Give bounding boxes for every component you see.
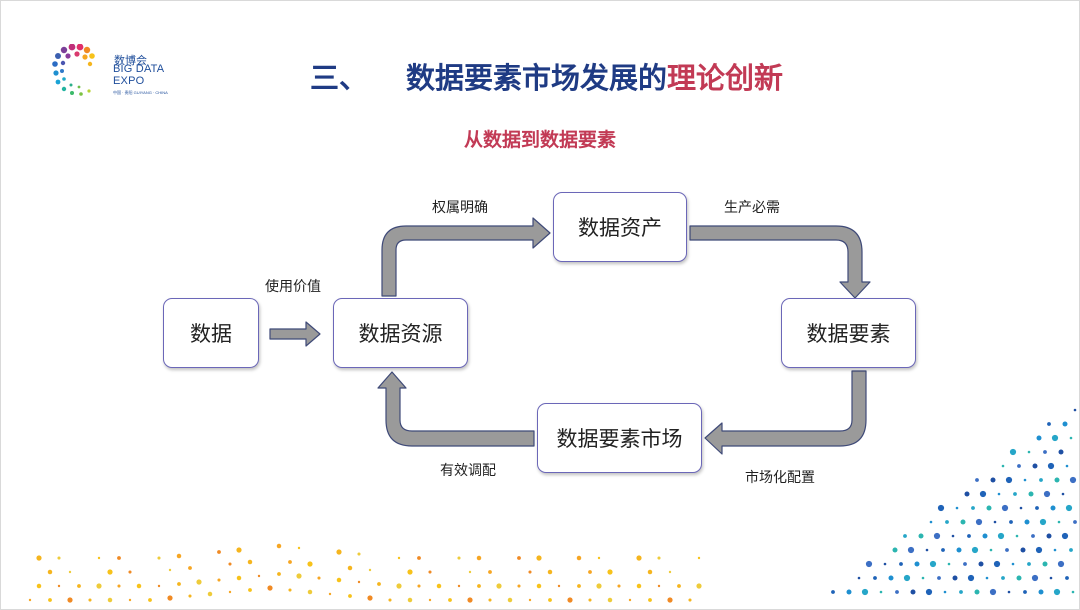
- node-data: 数据: [163, 298, 259, 368]
- arrow-asset-to-element: [689, 225, 871, 299]
- title-highlight: 理论创新: [667, 61, 784, 95]
- arrow-data-to-resource: [269, 321, 321, 347]
- page-title: 三、 数据要素市场发展的理论创新: [310, 55, 783, 97]
- arrow-element-to-market: [704, 370, 867, 455]
- node-data-element: 数据要素: [781, 298, 916, 368]
- node-data-resource: 数据资源: [333, 298, 468, 368]
- logo-chinese-text: 数博会: [114, 54, 147, 67]
- title-main: 数据要素市场发展的: [406, 61, 668, 95]
- arrow-market-to-resource: [377, 371, 535, 447]
- edge-label-clear-ownership: 权属明确: [432, 200, 488, 216]
- edge-label-use-value: 使用价值: [265, 279, 321, 295]
- logo-english-line2: EXPO: [113, 75, 145, 87]
- node-data-element-market: 数据要素市场: [537, 403, 702, 473]
- section-number: 三、: [310, 61, 369, 95]
- logo-tagline: 中国 · 贵阳 GUIYANG · CHINA: [113, 90, 168, 95]
- logo-mark-icon: [52, 44, 95, 96]
- diagram-subtitle: 从数据到数据要素: [463, 129, 616, 151]
- arrow-resource-to-asset: [381, 217, 551, 297]
- big-data-expo-logo: 数博会 BIG DATA EXPO 中国 · 贵阳 GUIYANG · CHIN…: [52, 44, 182, 104]
- edge-label-production-necessity: 生产必需: [724, 200, 780, 216]
- edge-label-market-allocation: 市场化配置: [745, 470, 815, 486]
- node-data-asset: 数据资产: [553, 192, 687, 262]
- logo-english-line1: BIG DATA: [113, 63, 165, 75]
- edge-label-effective-regulation: 有效调配: [440, 463, 496, 479]
